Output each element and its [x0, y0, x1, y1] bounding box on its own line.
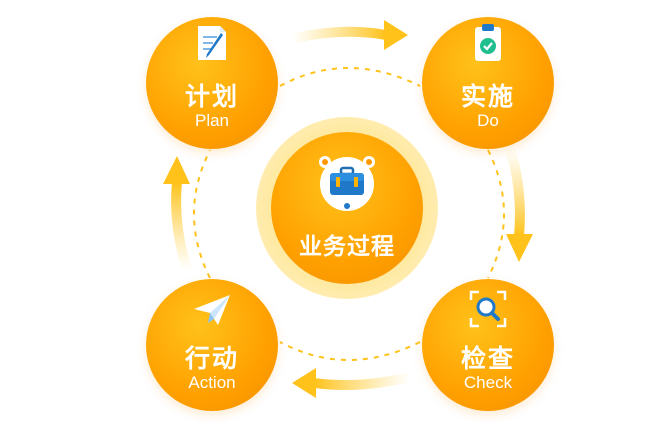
node-label-en: Check	[463, 373, 513, 392]
node-label-cn: 检查	[460, 344, 515, 373]
arrow-plan-to-do	[292, 20, 408, 50]
node-label-en: Action	[188, 373, 236, 392]
arrow-do-to-check	[505, 148, 533, 262]
arrow-action-to-plan	[163, 156, 192, 270]
notepad-pencil-icon	[195, 23, 229, 67]
node-action[interactable]: 行动 Action	[146, 279, 278, 411]
paper-plane-icon	[192, 293, 232, 331]
arrow-check-to-action	[292, 368, 410, 398]
node-check[interactable]: 检查 Check	[422, 279, 554, 411]
magnifier-scan-icon	[468, 289, 508, 333]
node-label-en: Plan	[194, 111, 230, 130]
briefcase-icon	[315, 152, 379, 220]
node-do[interactable]: 实施 Do	[422, 17, 554, 149]
node-label-cn: 计划	[184, 82, 239, 111]
center-title: 业务过程	[299, 234, 395, 260]
dashed-ring	[193, 67, 505, 361]
node-label-en: Do	[477, 111, 499, 130]
node-label-cn: 行动	[184, 344, 239, 373]
node-label-cn: 实施	[460, 82, 515, 111]
node-plan[interactable]: 计划 Plan	[146, 17, 278, 149]
clipboard-check-icon	[472, 22, 504, 68]
center-hub[interactable]: 业务过程	[271, 132, 423, 284]
